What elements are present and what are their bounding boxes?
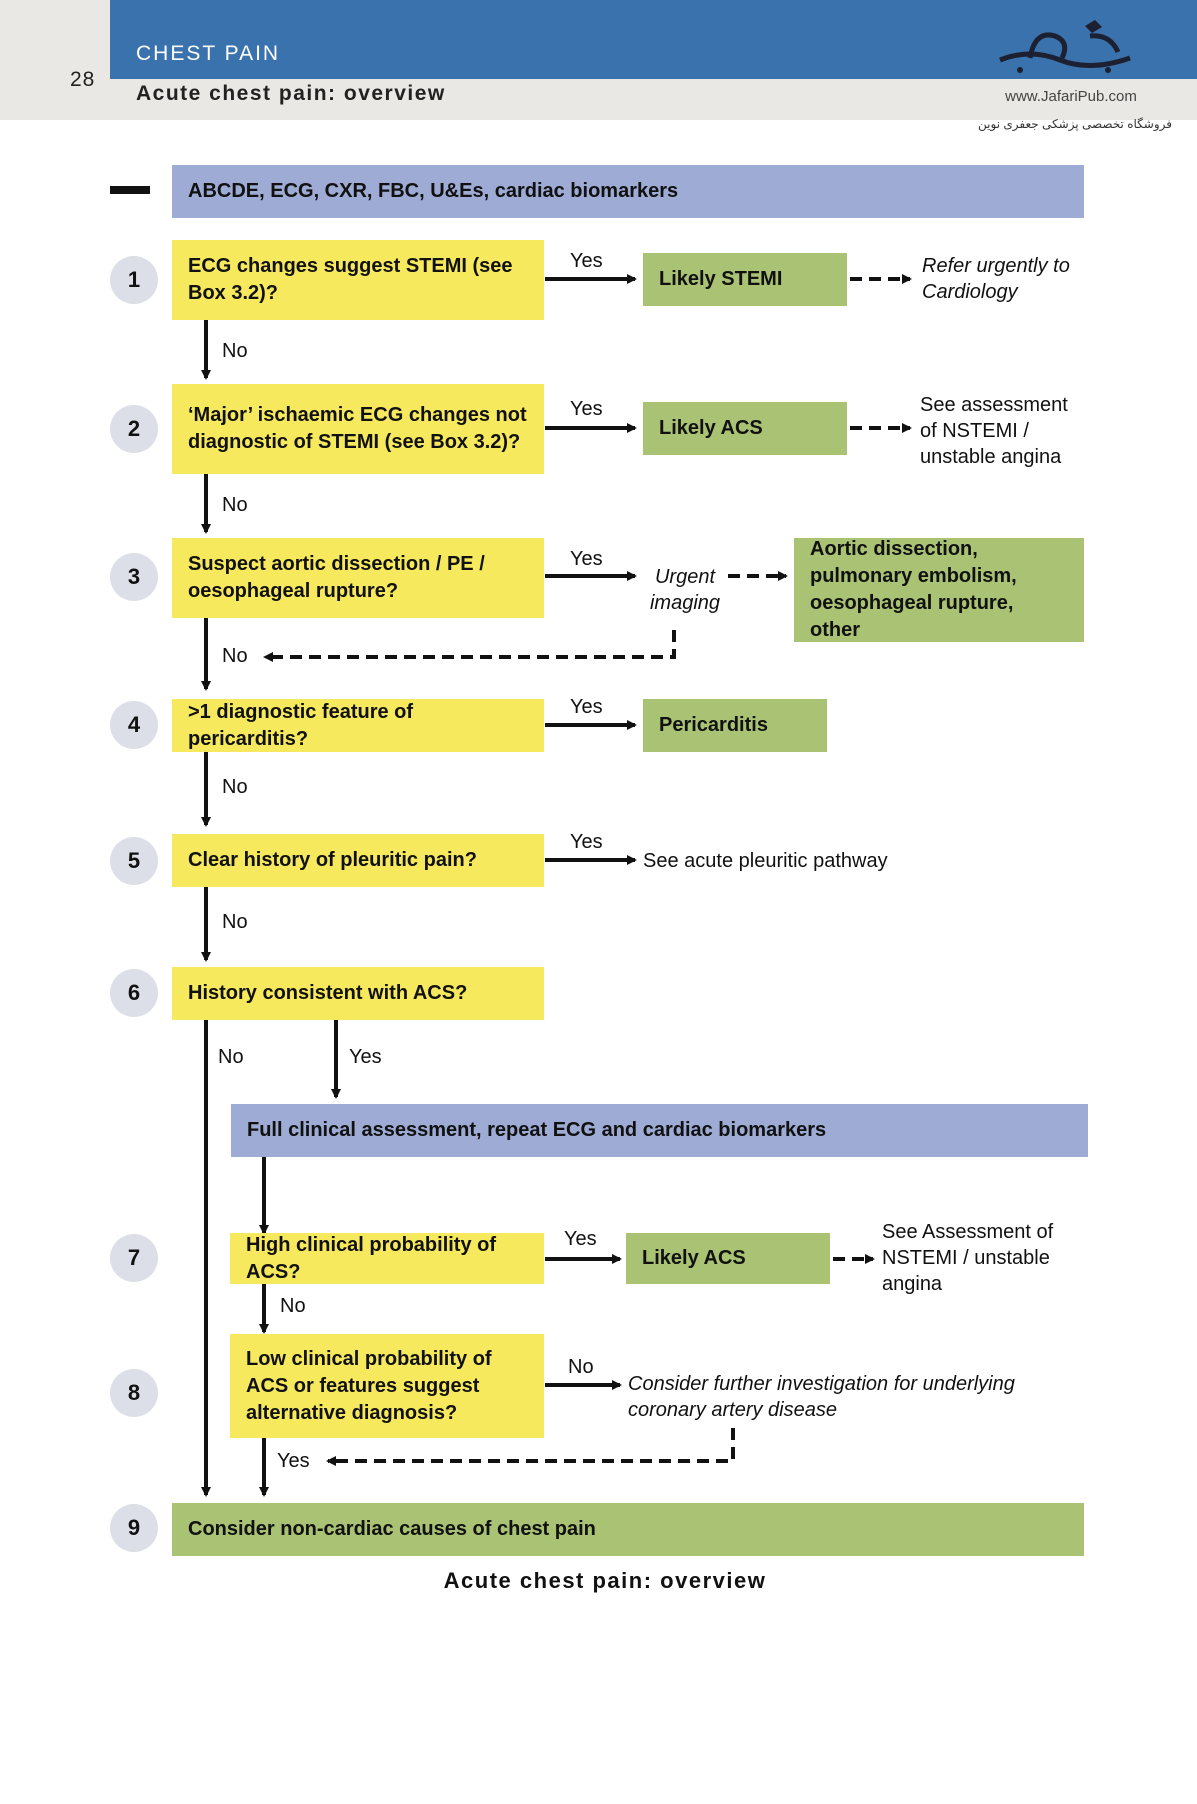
outcome-box-4: Pericarditis — [643, 699, 827, 752]
page-number: 28 — [70, 68, 96, 91]
outcome-box-7: Likely ACS — [626, 1233, 830, 1284]
no-label-2: No — [222, 494, 248, 516]
action-note-5: See acute pleuritic pathway — [643, 850, 888, 872]
action-note-7: See Assessment of NSTEMI / unstable angi… — [882, 1221, 1054, 1295]
question-box-3: Suspect aortic dissection / PE / oesopha… — [172, 538, 544, 618]
action-note-8: Consider further investigation for under… — [628, 1373, 1015, 1421]
outcome-box-2: Likely ACS — [643, 402, 847, 455]
yes-label-6: Yes — [349, 1046, 382, 1068]
no-label-5: No — [222, 911, 248, 933]
question-box-6: History consistent with ACS? — [172, 967, 544, 1020]
publisher-url: www.JafariPub.com — [1005, 88, 1137, 105]
no-label-3: No — [222, 645, 248, 667]
urgent-imaging-note: Urgent imaging — [649, 566, 721, 614]
header-subtitle-band — [110, 79, 1197, 120]
header-title-band — [110, 0, 1197, 79]
question-box-7: High clinical probability of ACS? — [230, 1233, 544, 1284]
action-note-1: Refer urgently to Cardiology — [922, 255, 1070, 303]
question-box-5: Clear history of pleuritic pain? — [172, 834, 544, 887]
page-subtitle: Acute chest pain: overview — [136, 82, 446, 105]
no-label-7: No — [280, 1295, 306, 1317]
step-number-9: 9 — [110, 1504, 158, 1552]
step-number-2: 2 — [110, 405, 158, 453]
question-box-8: Low clinical probability of ACS or featu… — [230, 1334, 544, 1438]
header-side-panel — [0, 0, 110, 120]
yes-label-1: Yes — [570, 250, 603, 272]
no-label-6: No — [218, 1046, 244, 1068]
outcome-box-3: Aortic dissection, pulmonary embolism, o… — [794, 538, 1084, 642]
question-box-2: ‘Major’ ischaemic ECG changes not diagno… — [172, 384, 544, 474]
question-box-4: >1 diagnostic feature of pericarditis? — [172, 699, 544, 752]
no-label-1: No — [222, 340, 248, 362]
publisher-logo-icon — [999, 20, 1131, 73]
outcome-box-1: Likely STEMI — [643, 253, 847, 306]
step-number-3: 3 — [110, 553, 158, 601]
final-outcome-box: Consider non-cardiac causes of chest pai… — [172, 1503, 1084, 1556]
question-box-1: ECG changes suggest STEMI (see Box 3.2)? — [172, 240, 544, 320]
step-number-4: 4 — [110, 701, 158, 749]
no-label-4: No — [222, 776, 248, 798]
yes-label-7: Yes — [564, 1228, 597, 1250]
yes-label-2: Yes — [570, 398, 603, 420]
section-title: CHEST PAIN — [136, 42, 281, 65]
step-number-6: 6 — [110, 969, 158, 1017]
step-number-5: 5 — [110, 837, 158, 885]
yes-label-4: Yes — [570, 696, 603, 718]
step-number-1: 1 — [110, 256, 158, 304]
assessment-box: Full clinical assessment, repeat ECG and… — [231, 1104, 1088, 1157]
step-number-8: 8 — [110, 1369, 158, 1417]
start-investigations-box: ABCDE, ECG, CXR, FBC, U&Es, cardiac biom… — [172, 165, 1084, 218]
yes-label-5: Yes — [570, 831, 603, 853]
action-note-2: See assessment of NSTEMI / unstable angi… — [920, 394, 1068, 468]
step-number-7: 7 — [110, 1234, 158, 1282]
yes-label-8: Yes — [277, 1450, 310, 1472]
yes-label-3: Yes — [570, 548, 603, 570]
publisher-tagline: فروشگاه تخصصی پزشکی جعفری نوین — [978, 117, 1172, 131]
figure-caption: Acute chest pain: overview — [443, 1568, 767, 1593]
no-label-8: No — [568, 1356, 594, 1378]
